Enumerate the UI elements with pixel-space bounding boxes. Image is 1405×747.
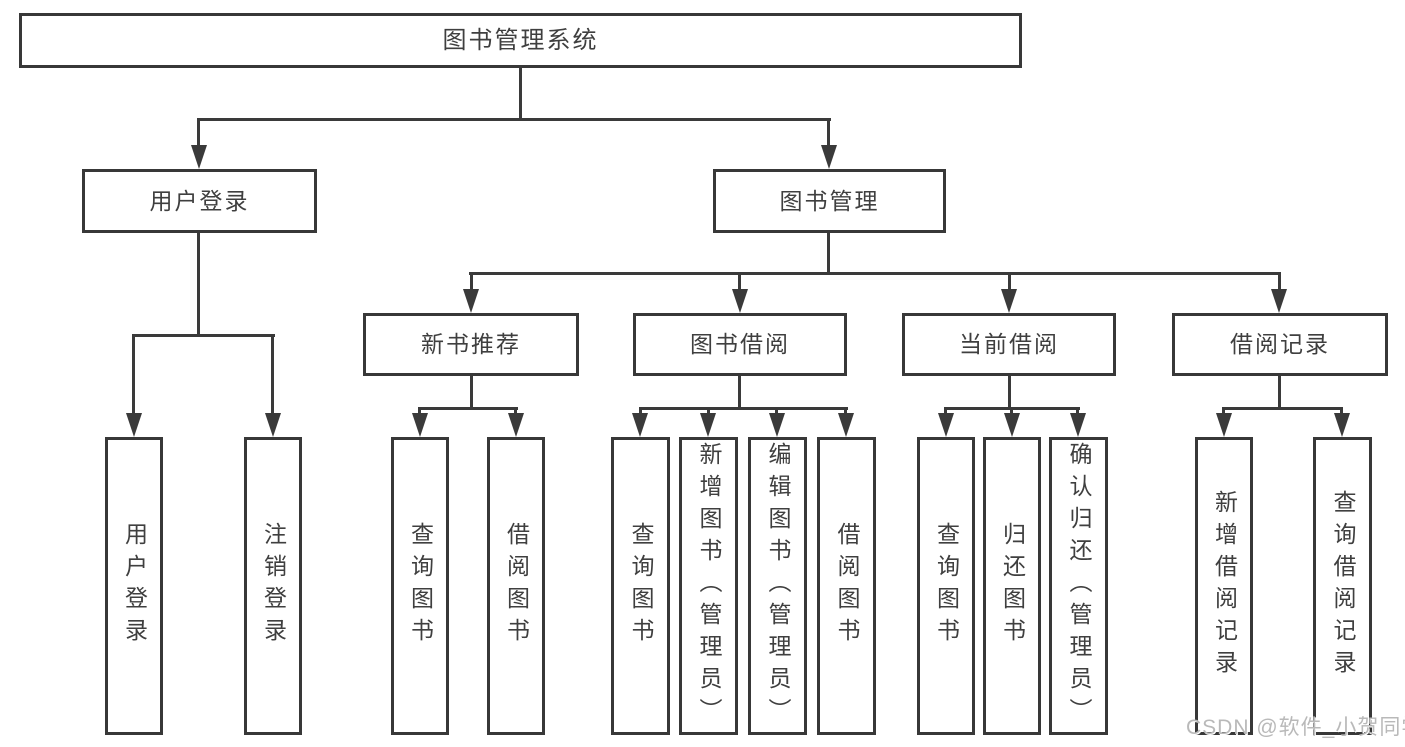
node-book-borrow: 图书借阅	[633, 313, 847, 376]
node-current-borrow: 当前借阅	[902, 313, 1116, 376]
connector-book-management-drop	[827, 233, 830, 275]
connector-book-management-branch	[469, 272, 1280, 275]
arrow-down-icon	[508, 413, 524, 437]
node-label: 借阅图书	[834, 522, 860, 650]
connector-stem-current-borrow	[1008, 272, 1011, 294]
connector-root-drop	[519, 68, 522, 120]
connector-stem-book-borrow	[738, 272, 741, 294]
connector-new-book-recommend-drop	[470, 376, 473, 409]
node-label: 图书借阅	[690, 331, 790, 357]
leaf-query-books-recommend: 查询图书	[391, 437, 449, 735]
connector-stem-leaf	[1222, 407, 1225, 417]
node-label: 编辑图书（管理员）	[765, 442, 791, 730]
node-user-login: 用户登录	[82, 169, 317, 233]
connector-stem-leaf	[844, 407, 847, 417]
arrow-down-icon	[1001, 289, 1017, 313]
arrow-down-icon	[1004, 413, 1020, 437]
connector-stem-leaf	[1340, 407, 1343, 417]
connector-stem-new-book-recommend	[470, 272, 473, 294]
leaf-return-books: 归还图书	[983, 437, 1041, 735]
leaf-add-books-admin: 新增图书（管理员）	[679, 437, 738, 735]
leaf-confirm-return-admin: 确认归还（管理员）	[1049, 437, 1108, 735]
node-label: 图书管理系统	[442, 26, 599, 54]
node-label: 借阅记录	[1230, 331, 1330, 357]
connector-stem-borrow-records	[1278, 272, 1281, 294]
leaf-edit-books-admin: 编辑图书（管理员）	[748, 437, 807, 735]
leaf-user-login: 用户登录	[105, 437, 163, 735]
csdn-watermark: CSDN @软件_小贺同学	[1186, 716, 1405, 739]
leaf-borrow-books-recommend: 借阅图书	[487, 437, 545, 735]
leaf-query-borrow-record: 查询借阅记录	[1313, 437, 1372, 735]
connector-user-login-branch	[132, 334, 275, 337]
arrow-down-icon	[191, 145, 207, 169]
node-label: 当前借阅	[959, 331, 1059, 357]
connector-stem-leaf	[775, 407, 778, 417]
arrow-down-icon	[838, 413, 854, 437]
connector-book-borrow-drop	[738, 376, 741, 409]
connector-new-book-recommend-branch	[418, 407, 518, 410]
connector-borrow-records-drop	[1278, 376, 1281, 409]
arrow-down-icon	[632, 413, 648, 437]
connector-stem-leaf	[639, 407, 642, 417]
node-new-book-recommend: 新书推荐	[363, 313, 579, 376]
node-borrow-records: 借阅记录	[1172, 313, 1388, 376]
connector-stem-leaf	[418, 407, 421, 417]
node-book-management: 图书管理	[713, 169, 946, 233]
node-label: 用户登录	[121, 522, 148, 650]
connector-stem-leaf	[514, 407, 517, 417]
node-label: 查询图书	[407, 522, 434, 650]
connector-current-borrow-drop	[1008, 376, 1011, 409]
leaf-query-books-borrow: 查询图书	[611, 437, 670, 735]
arrow-down-icon	[265, 413, 281, 437]
arrow-down-icon	[463, 289, 479, 313]
connector-book-borrow-branch	[639, 407, 848, 410]
arrow-down-icon	[1070, 413, 1086, 437]
node-library-management-system: 图书管理系统	[19, 13, 1022, 68]
node-label: 查询借阅记录	[1330, 490, 1356, 682]
connector-stem-leaf	[1010, 407, 1013, 417]
arrow-down-icon	[732, 289, 748, 313]
arrow-down-icon	[700, 413, 716, 437]
node-label: 查询图书	[933, 522, 960, 650]
node-label: 确认归还（管理员）	[1066, 442, 1092, 730]
connector-stem-leaf-user-login	[132, 334, 135, 416]
arrow-down-icon	[1271, 289, 1287, 313]
node-label: 图书管理	[779, 187, 880, 214]
leaf-logout: 注销登录	[244, 437, 302, 735]
connector-stem-leaf	[1076, 407, 1079, 417]
connector-stem-user-login	[197, 118, 200, 146]
leaf-add-borrow-record: 新增借阅记录	[1195, 437, 1253, 735]
connector-stem-leaf	[944, 407, 947, 417]
connector-borrow-records-branch	[1222, 407, 1343, 410]
arrow-down-icon	[821, 145, 837, 169]
leaf-query-books-current: 查询图书	[917, 437, 975, 735]
node-label: 归还图书	[999, 522, 1026, 650]
node-label: 注销登录	[260, 522, 287, 650]
arrow-down-icon	[126, 413, 142, 437]
arrow-down-icon	[412, 413, 428, 437]
connector-stem-book-management	[827, 118, 830, 146]
node-label: 借阅图书	[503, 522, 530, 650]
node-label: 新书推荐	[421, 331, 521, 357]
connector-user-login-drop	[197, 233, 200, 337]
node-label: 查询图书	[628, 522, 654, 650]
node-label: 新增借阅记录	[1211, 490, 1238, 682]
arrow-down-icon	[769, 413, 785, 437]
node-label: 新增图书（管理员）	[696, 442, 722, 730]
node-label: 用户登录	[149, 187, 250, 214]
connector-stem-leaf-logout	[271, 334, 274, 416]
arrow-down-icon	[1216, 413, 1232, 437]
connector-root-branch	[197, 118, 831, 121]
arrow-down-icon	[938, 413, 954, 437]
arrow-down-icon	[1334, 413, 1350, 437]
leaf-borrow-books: 借阅图书	[817, 437, 876, 735]
connector-stem-leaf	[707, 407, 710, 417]
